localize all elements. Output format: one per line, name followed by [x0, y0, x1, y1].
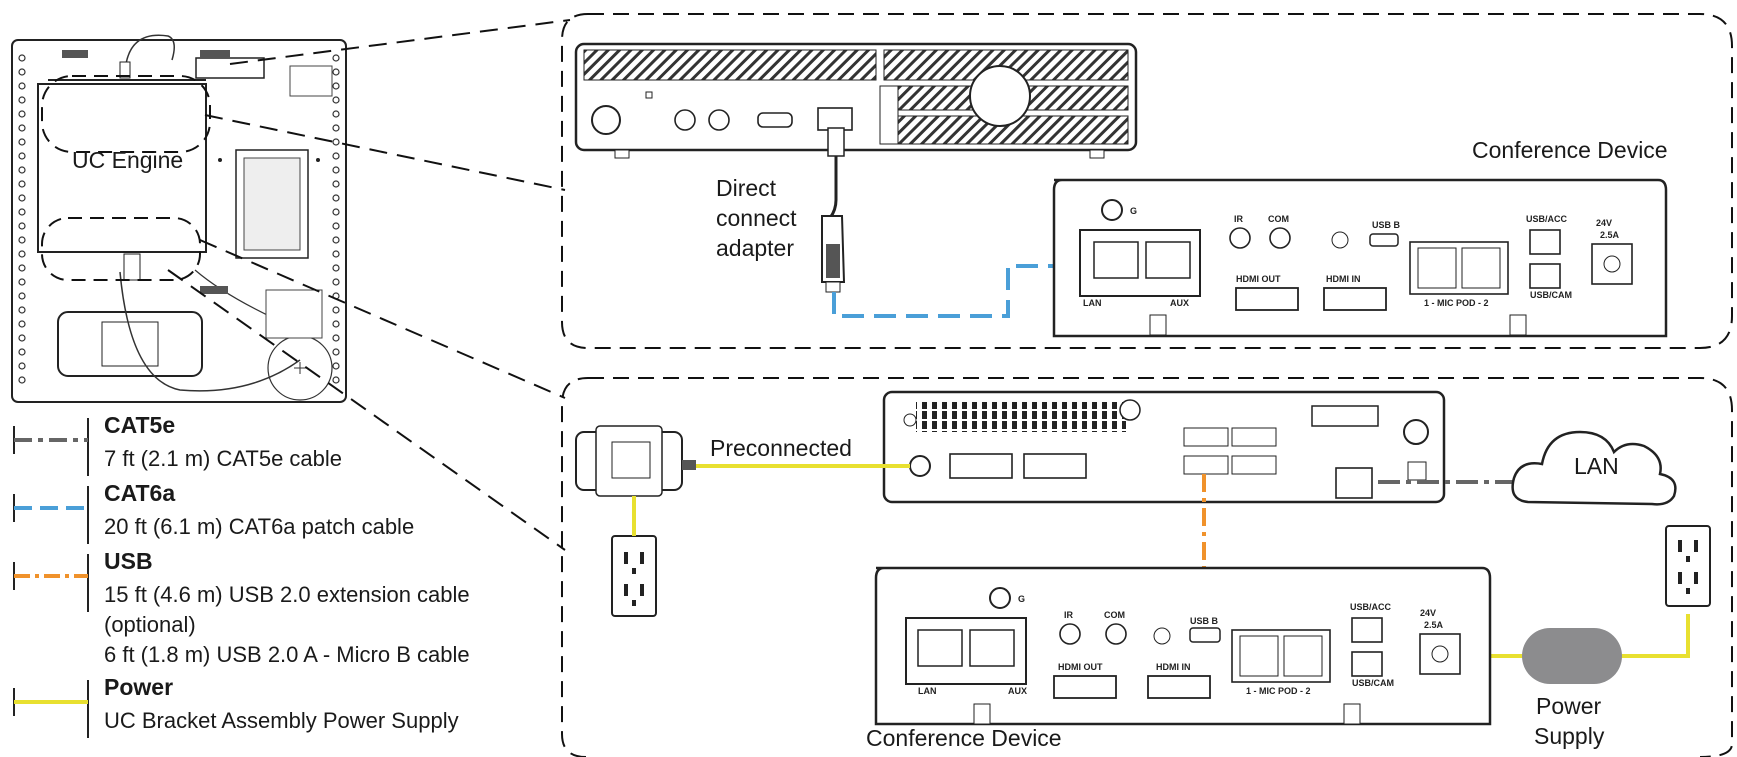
port-label-hdmiin-top: HDMI IN [1326, 274, 1361, 284]
bracket-assembly [11, 34, 347, 403]
port-label-current-bottom: 2.5A [1424, 620, 1444, 630]
port-label-usbcam-bottom: USB/CAM [1352, 678, 1394, 688]
usb-a-port-front [817, 107, 853, 131]
port-label-usbacc-bottom: USB/ACC [1350, 602, 1392, 612]
lan-cloud-label: LAN [1574, 453, 1619, 479]
legend-title-power: Power [104, 674, 174, 700]
port-label-current-top: 2.5A [1600, 230, 1620, 240]
conference-device-bottom-label: Conference Device [866, 725, 1062, 751]
port-label-ir-bottom: IR [1064, 610, 1074, 620]
port-label-usbb-top: USB B [1372, 220, 1401, 230]
port-label-ir-top: IR [1234, 214, 1244, 224]
conference-device-bottom: LAN AUX IR COM USB B HDMI OUT HDMI IN 1 … [874, 566, 1492, 726]
port-label-lan-bottom: LAN [918, 686, 937, 696]
legend-swatch-usb [13, 554, 89, 612]
legend-title-cat6a: CAT6a [104, 480, 176, 506]
legend-desc-usb-1: 15 ft (4.6 m) USB 2.0 extension cable [104, 582, 470, 607]
port-label-lan-top: LAN [1083, 298, 1102, 308]
port-label-ground-top: G [1130, 206, 1137, 216]
uc-engine-rear [882, 390, 1446, 504]
port-label-aux-bottom: AUX [1008, 686, 1027, 696]
legend-swatch-cat6a [13, 486, 89, 544]
legend-desc-usb-2: (optional) [104, 612, 196, 637]
uc-power-brick [575, 425, 696, 497]
wall-outlet-left [611, 535, 657, 617]
legend-title-cat5e: CAT5e [104, 412, 176, 438]
wall-outlet-right [1665, 525, 1711, 607]
legend-desc-cat6a: 20 ft (6.1 m) CAT6a patch cable [104, 514, 415, 539]
preconnected-label: Preconnected [710, 435, 852, 461]
direct-connect-label-line3: adapter [716, 235, 795, 261]
power-supply-pill [1522, 628, 1622, 684]
top-panel-border [561, 13, 1733, 349]
power-supply-label-line2: Supply [1534, 723, 1605, 749]
uc-engine-front [574, 42, 1138, 159]
port-label-hdmiin-bottom: HDMI IN [1156, 662, 1191, 672]
port-label-hdmiout-top: HDMI OUT [1236, 274, 1281, 284]
legend-desc-usb-3: 6 ft (1.8 m) USB 2.0 A - Micro B cable [104, 642, 470, 667]
port-label-com-top: COM [1268, 214, 1289, 224]
port-label-micpod-top: 1 - MIC POD - 2 [1424, 298, 1489, 308]
power-supply-label-line1: Power [1536, 693, 1602, 719]
legend-swatch-power [13, 680, 89, 738]
cat6a-cable [832, 264, 1090, 318]
port-label-ground-bottom: G [1018, 594, 1025, 604]
port-label-voltage-top: 24V [1596, 218, 1612, 228]
direct-connect-adapter [821, 127, 846, 293]
port-label-usbacc-top: USB/ACC [1526, 214, 1568, 224]
port-label-aux-top: AUX [1170, 298, 1189, 308]
legend-swatch-cat5e [13, 418, 89, 476]
lan-cloud [1511, 430, 1677, 506]
direct-connect-label-line2: connect [716, 205, 797, 231]
port-label-micpod-bottom: 1 - MIC POD - 2 [1246, 686, 1311, 696]
legend-desc-power: UC Bracket Assembly Power Supply [104, 708, 459, 733]
port-label-voltage-bottom: 24V [1420, 608, 1436, 618]
direct-connect-label-line1: Direct [716, 175, 777, 201]
port-label-usbb-bottom: USB B [1190, 616, 1219, 626]
bottom-panel-border [561, 377, 1733, 757]
callout-lines [167, 19, 571, 551]
port-label-usbcam-top: USB/CAM [1530, 290, 1572, 300]
legend-title-usb: USB [104, 548, 153, 574]
uc-engine-box [37, 83, 207, 253]
port-label-com-bottom: COM [1104, 610, 1125, 620]
usb-c-port [757, 112, 793, 128]
legend-desc-cat5e: 7 ft (2.1 m) CAT5e cable [104, 446, 343, 471]
uc-engine-label: UC Engine [72, 147, 184, 173]
conference-device-top-label: Conference Device [1472, 137, 1668, 163]
conference-device-top: LAN AUX IR COM USB B HDMI OUT HDMI IN 1 … [1052, 178, 1668, 338]
port-label-hdmiout-bottom: HDMI OUT [1058, 662, 1103, 672]
